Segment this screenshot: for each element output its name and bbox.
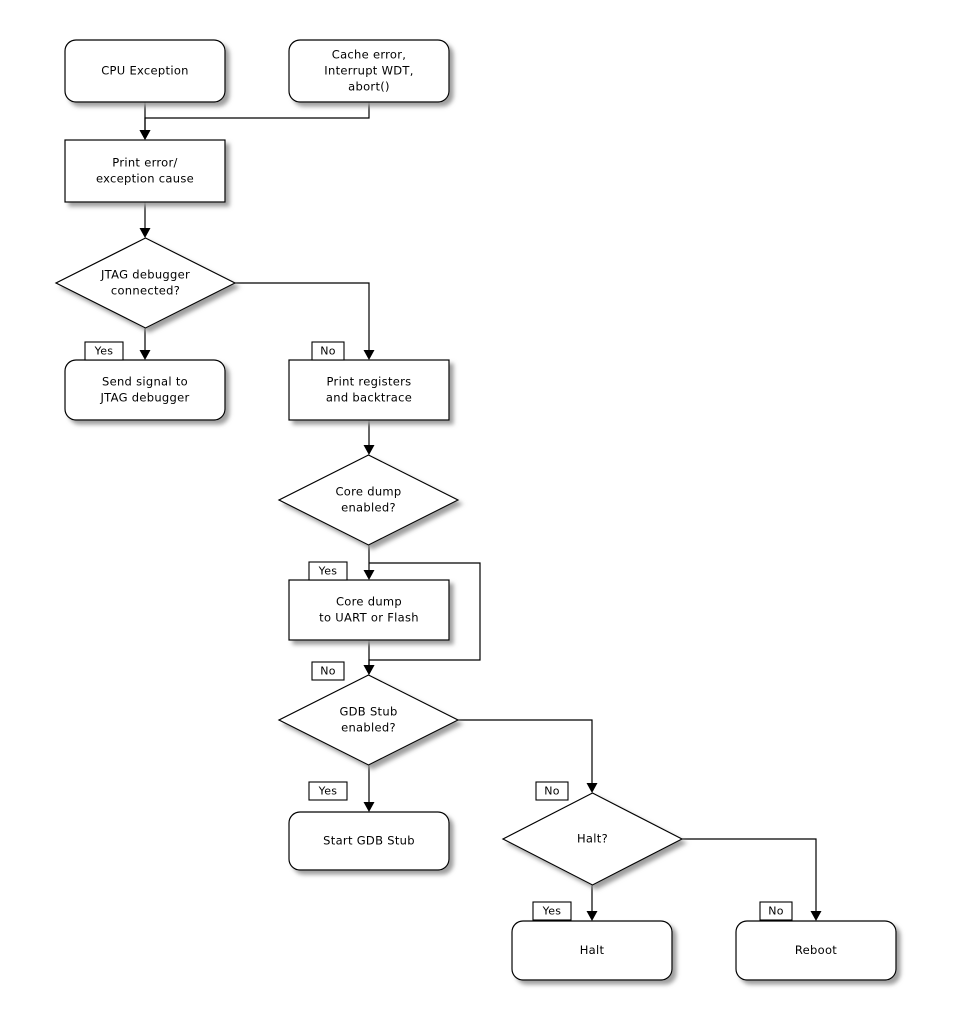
node-label-core-dump-enabled: Core dump (335, 485, 401, 499)
edge-gdb-no (458, 719, 598, 793)
edge-label-text: Yes (542, 905, 562, 918)
node-print-registers[interactable]: Print registers and backtrace (288, 359, 450, 421)
node-label-core-dump-write: to UART or Flash (319, 611, 419, 625)
node-shape-send-signal (64, 359, 226, 421)
node-label-send-signal: Send signal to (102, 375, 188, 389)
edge-coredump-yes (363, 545, 375, 580)
node-shape-jtag-connected (54, 237, 237, 329)
edge-label-jtag-yes: Yes (84, 341, 124, 361)
edge-coredump-write-to-gdb (363, 640, 375, 675)
node-shape-gdb-stub-enabled (277, 674, 460, 766)
node-core-dump-write[interactable]: Core dump to UART or Flash (288, 579, 450, 641)
edge-label-text: Yes (94, 345, 114, 358)
node-send-signal[interactable]: Send signal to JTAG debugger (64, 359, 226, 421)
node-label-cpu-exception: CPU Exception (101, 64, 189, 78)
node-label-core-dump-enabled: enabled? (341, 501, 396, 515)
edge-label-halt-no: No (759, 901, 793, 921)
node-start-gdb-stub[interactable]: Start GDB Stub (288, 811, 450, 871)
node-label-print-error: Print error/ (112, 156, 177, 170)
edge-label-box (84, 341, 124, 361)
edge-label-text: Yes (318, 785, 338, 798)
node-label-start-gdb-stub: Start GDB Stub (323, 834, 415, 848)
node-label-halt-decision: Halt? (577, 832, 608, 846)
node-print-error[interactable]: Print error/exception cause (64, 139, 226, 203)
edge-label-box (535, 781, 569, 801)
node-jtag-connected[interactable]: JTAG debugger connected? (54, 237, 237, 329)
edge-print-to-jtag (139, 202, 151, 238)
node-label-print-registers: and backtrace (326, 391, 412, 405)
edge-label-text: No (320, 665, 336, 678)
node-shape-core-dump-write (288, 579, 450, 641)
node-core-dump-enabled[interactable]: Core dump enabled? (277, 454, 460, 546)
node-label-cache-error: Interrupt WDT, (324, 64, 413, 78)
node-label-send-signal: JTAG debugger (99, 391, 189, 405)
node-shape-halt-decision (501, 792, 684, 886)
node-label-core-dump-write: Core dump (336, 595, 402, 609)
edge-halt-no (682, 838, 822, 921)
edge-label-coredump-yes: Yes (308, 561, 348, 581)
nodes-layer: CPU Exception Cache error, Interrupt WDT, a… (54, 39, 897, 981)
node-shape-cache-error (288, 39, 450, 103)
edge-label-gdb-no: No (535, 781, 569, 801)
edge-registers-to-coredump (363, 420, 375, 455)
edge-label-box (311, 661, 345, 681)
edge-label-halt-yes: Yes (532, 901, 572, 921)
node-halt-decision[interactable]: Halt? (501, 792, 684, 886)
node-label-jtag-connected: JTAG debugger (100, 268, 190, 282)
node-label-print-registers: Print registers (327, 375, 412, 389)
node-label-jtag-connected: connected? (111, 284, 180, 298)
node-halt-terminal[interactable]: Halt (511, 920, 673, 981)
edge-label-box (759, 901, 793, 921)
node-gdb-stub-enabled[interactable]: GDB Stub enabled? (277, 674, 460, 766)
edge-label-jtag-no: No (311, 341, 345, 361)
node-shape-cpu-exception (64, 39, 226, 103)
node-shape-core-dump-enabled (277, 454, 460, 546)
node-shape-print-error (64, 139, 226, 203)
node-shape-print-registers (288, 359, 450, 421)
node-label-reboot-terminal: Reboot (795, 943, 837, 957)
edge-label-box (532, 901, 572, 921)
edge-label-box (308, 561, 348, 581)
edge-gdb-yes (363, 765, 375, 812)
edge-label-text: Yes (318, 565, 338, 578)
edge-jtag-no (235, 282, 375, 360)
edges-layer (139, 102, 822, 921)
edge-label-box (311, 341, 345, 361)
node-label-gdb-stub-enabled: enabled? (341, 721, 396, 735)
edge-label-gdb-yes: Yes (308, 781, 348, 801)
edge-label-text: No (768, 905, 784, 918)
node-shape-halt-terminal (511, 920, 673, 981)
edge-label-box (308, 781, 348, 801)
edge-halt-yes (586, 885, 598, 921)
node-label-print-error: exception cause (96, 172, 194, 186)
node-label-gdb-stub-enabled: GDB Stub (339, 705, 397, 719)
node-reboot-terminal[interactable]: Reboot (735, 920, 897, 981)
node-label-halt-terminal: Halt (580, 943, 605, 957)
edge-label-text: No (320, 345, 336, 358)
edge-label-text: No (544, 785, 560, 798)
node-shape-reboot-terminal (735, 920, 897, 981)
node-cpu-exception[interactable]: CPU Exception (64, 39, 226, 103)
node-label-cache-error: Cache error, (332, 48, 407, 62)
edge-jtag-yes (139, 328, 151, 360)
edge-cache-to-print (139, 102, 370, 140)
node-shape-start-gdb-stub (288, 811, 450, 871)
node-cache-error[interactable]: Cache error, Interrupt WDT, abort() (288, 39, 450, 103)
edge-label-coredump-no-bypass: No (311, 661, 345, 681)
node-label-cache-error: abort() (348, 80, 390, 94)
